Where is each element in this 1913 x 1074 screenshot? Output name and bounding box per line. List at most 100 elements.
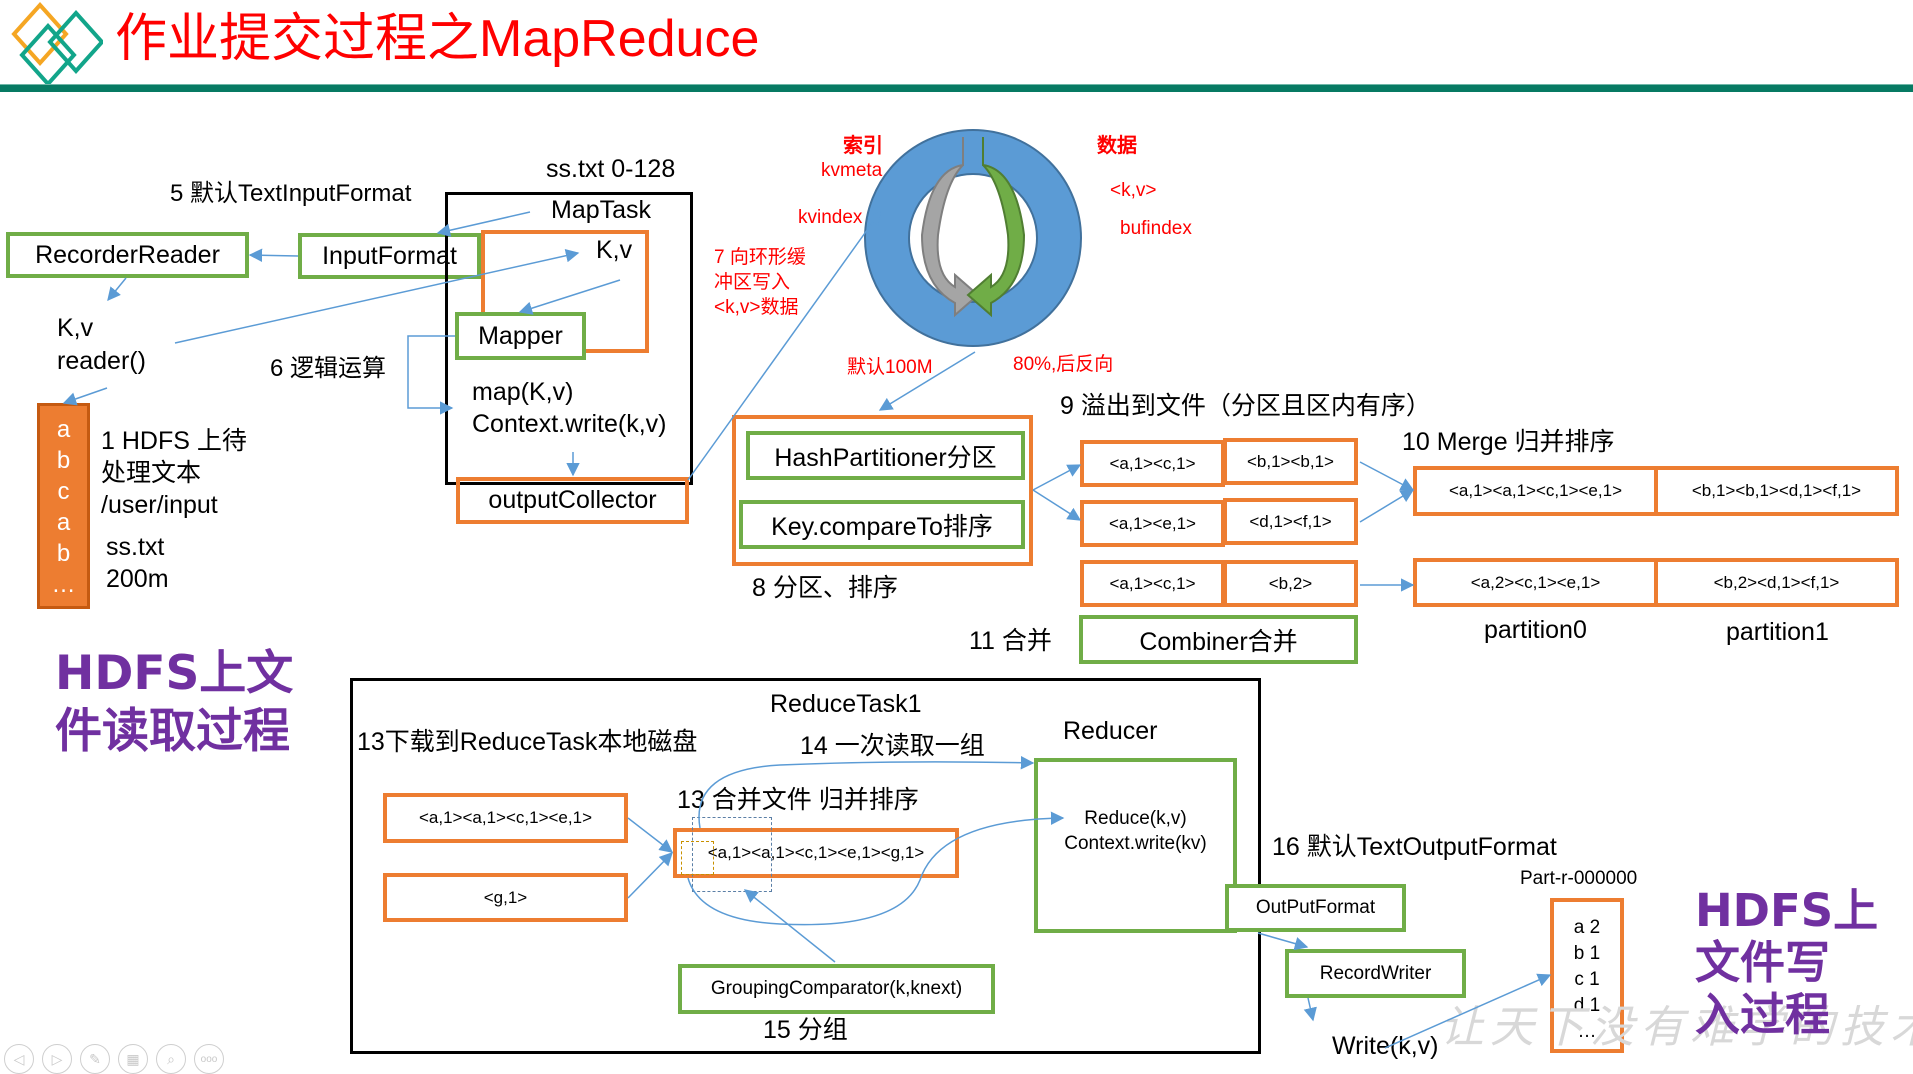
step5-label: 5 默认TextInputFormat (170, 180, 412, 207)
index-arrow-icon (920, 137, 980, 318)
merged-cell: <a,1><a,1><c,1><e,1> (1413, 466, 1658, 516)
arrow-recordwriter-to-write (1303, 997, 1317, 1022)
index-label: 索引 (843, 135, 883, 157)
data-arrow-icon (966, 137, 1026, 318)
maptask-label: MapTask (551, 196, 652, 224)
key-compare-label: Key.compareTo排序 (771, 512, 993, 541)
combiner-label: Combiner合并 (1139, 627, 1298, 656)
reduce-call-line2: Context.write(kv) (1064, 832, 1207, 854)
zoom-icon[interactable]: ⌕ (156, 1044, 186, 1074)
more-icon[interactable]: ooo (194, 1044, 224, 1074)
downloaded-file: <g,1> (383, 873, 628, 922)
reducer-label: Reducer (1063, 717, 1158, 745)
spill-cell: <b,2> (1223, 560, 1358, 607)
output-format-box: OutPutFormat (1225, 884, 1406, 932)
write-process-title: HDFS上 文件写 入过程 (1695, 884, 1879, 1041)
record-writer-box: RecordWriter (1285, 949, 1466, 998)
file-char: … (51, 571, 76, 598)
hash-partitioner-box: HashPartitioner分区 (746, 431, 1025, 480)
step16-label: 16 默认TextOutputFormat (1272, 833, 1557, 861)
step10-label: 10 Merge 归并排序 (1402, 428, 1615, 456)
merged-cell: <b,1><b,1><d,1><f,1> (1654, 466, 1899, 516)
current-key-outline (681, 841, 714, 875)
arrow-outputformat-to-recordwriter (1257, 932, 1309, 951)
spill-cell: <a,1><e,1> (1080, 500, 1225, 547)
output-collector-label: outputCollector (488, 486, 657, 514)
step7-label: 7 向环形缓 冲区写入 <k,v>数据 (714, 247, 806, 318)
header-rule (0, 84, 1913, 92)
step1-label: 1 HDFS 上待 处理文本 /user/input (101, 427, 247, 519)
spill-cell: <a,1><c,1> (1080, 440, 1225, 487)
step6-label: 6 逻辑运算 (270, 355, 387, 382)
partition-sort-box (732, 415, 1033, 566)
kvindex-label: kvindex (798, 207, 863, 228)
step9-label: 9 溢出到文件（分区且区内有序） (1060, 392, 1431, 420)
hash-partitioner-label: HashPartitioner分区 (774, 443, 997, 472)
read-process-title: HDFS上文 件读取过程 (55, 646, 294, 759)
arrow-recorderreader-to-kv (107, 277, 127, 302)
part-file-name: Part-r-000000 (1520, 868, 1638, 889)
arrow-spill1-to-merge (1359, 461, 1415, 491)
pen-icon[interactable]: ✎ (80, 1044, 110, 1074)
hdfs-input-file: a b c a b … (37, 403, 90, 609)
record-writer-label: RecordWriter (1319, 962, 1432, 984)
split-label: ss.txt 0-128 (546, 155, 676, 183)
spill-cell: <d,1><f,1> (1223, 498, 1358, 545)
bufindex-label: bufindex (1120, 218, 1192, 239)
spill-cell: <a,1><c,1> (1080, 560, 1225, 607)
part-line: … (1577, 1021, 1597, 1042)
next-icon[interactable]: ▷ (42, 1044, 72, 1074)
default-size-label: 默认100M (847, 357, 933, 378)
grouping-comparator-label: GroupingComparator(k,knext) (710, 978, 963, 999)
prev-icon[interactable]: ◁ (4, 1044, 34, 1074)
map-call-label: map(K,v) Context.write(k,v) (472, 378, 667, 438)
arrow-partition-to-spill2 (1032, 489, 1082, 521)
kv-label: K,v (596, 236, 633, 264)
threshold-label: 80%,后反向 (1013, 354, 1114, 375)
combined-cell: <b,2><d,1><f,1> (1654, 558, 1899, 607)
slides-icon[interactable]: ▦ (118, 1044, 148, 1074)
file-char: b (56, 540, 71, 567)
reducetask-label: ReduceTask1 (770, 690, 922, 718)
recorder-reader-box: RecorderReader (6, 232, 249, 278)
arrow-reader-to-file (62, 387, 108, 406)
file-char: c (57, 478, 70, 505)
reducer-box: Reduce(k,v) Context.write(kv) (1034, 758, 1237, 933)
spill-cell: <b,1><b,1> (1223, 438, 1358, 485)
recorder-reader-label: RecorderReader (35, 240, 220, 269)
kvmeta-label: kvmeta (821, 160, 883, 181)
arrow-partition-to-spill1 (1032, 464, 1082, 491)
file-char: a (56, 416, 71, 443)
file-char: b (56, 447, 71, 474)
file-char: a (56, 509, 71, 536)
data-label: 数据 (1097, 135, 1137, 157)
output-format-label: OutPutFormat (1255, 897, 1376, 918)
reducetask-box (350, 678, 1261, 1054)
step13-download-label: 13下载到ReduceTask本地磁盘 (357, 728, 698, 756)
step14-label: 14 一次读取一组 (800, 732, 985, 760)
step13-merge-label: 13 合并文件 归并排序 (677, 786, 919, 814)
grouping-comparator-box: GroupingComparator(k,knext) (678, 964, 995, 1014)
arrow-inputformat-to-recorderreader (248, 248, 299, 263)
part-line: b 1 (1573, 943, 1601, 964)
write-call-label: Write(k,v) (1332, 1032, 1439, 1060)
output-collector-box: outputCollector (456, 477, 689, 524)
step11-label: 11 合并 (969, 627, 1052, 655)
partition1-label: partition1 (1726, 618, 1829, 646)
part-line: c 1 (1574, 969, 1600, 990)
input-format-label: InputFormat (322, 241, 457, 270)
ring-buffer (864, 129, 1082, 347)
step15-label: 15 分组 (763, 1016, 848, 1044)
part-line: a 2 (1573, 917, 1601, 938)
part-file-box: a 2 b 1 c 1 d 1 … (1550, 898, 1624, 1053)
logo-diamonds-icon (11, 2, 103, 86)
mapper-label: Mapper (478, 321, 563, 350)
kv-type-label: <k,v> (1110, 180, 1157, 201)
key-compare-box: Key.compareTo排序 (739, 500, 1025, 549)
page-title: 作业提交过程之MapReduce (115, 10, 760, 68)
partition0-label: partition0 (1484, 616, 1587, 644)
combiner-box: Combiner合并 (1079, 615, 1358, 664)
kv-reader-label: K,v reader() (57, 314, 146, 375)
mapper-box: Mapper (455, 312, 586, 360)
combined-cell: <a,2><c,1><e,1> (1413, 558, 1658, 607)
